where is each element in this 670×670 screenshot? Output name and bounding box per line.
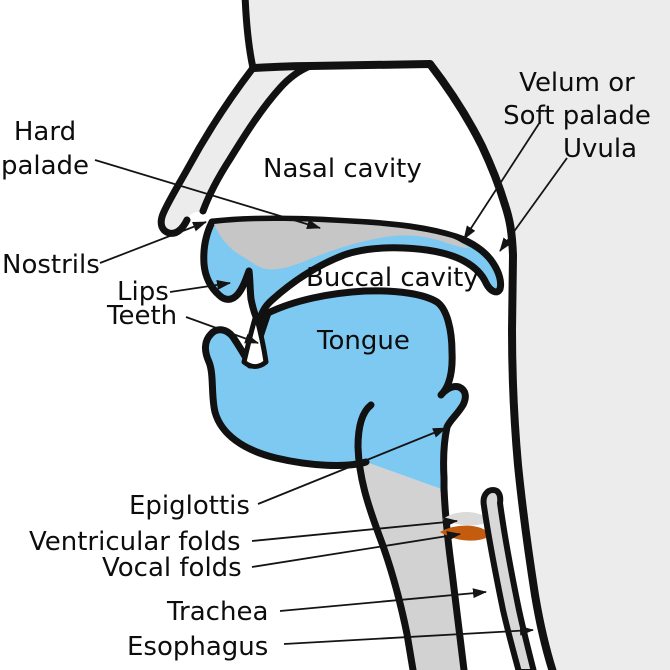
- tongue-label: Tongue: [316, 326, 410, 356]
- skull-base-and-pharynx-wall-outline: [249, 60, 557, 670]
- lips-label: Lips: [117, 277, 169, 307]
- nasal-cavity-label: Nasal cavity: [263, 154, 422, 184]
- esophagus-tube: [480, 487, 537, 670]
- velum-label-line1: Velum or: [519, 68, 635, 98]
- vocal-folds-label: Vocal folds: [102, 553, 242, 583]
- head-fill: [245, 0, 670, 670]
- esophagus-arrow: [283, 625, 534, 645]
- teeth-arrow: [185, 316, 259, 344]
- trachea-arrow: [279, 588, 487, 612]
- hard-palate-label-line1: Hard: [14, 117, 76, 147]
- lips-arrow: [169, 279, 231, 293]
- forehead-outline: [241, 0, 257, 72]
- tongue-epiglottis-outline: [264, 287, 469, 494]
- trachea-front-outline: [354, 401, 417, 670]
- labels-group: Hard palade Nostrils Lips Teeth Nasal ca…: [1, 68, 651, 662]
- hard-palate-arrow: [94, 159, 321, 230]
- uvula-label: Uvula: [563, 134, 637, 164]
- ventricular-folds-label: Ventricular folds: [29, 527, 241, 557]
- nostrils-arrow: [99, 221, 207, 264]
- velum-arrow: [463, 121, 541, 240]
- ventricular-folds-arrow: [251, 517, 458, 542]
- trachea-back-outline: [440, 484, 468, 670]
- uvula-arrow: [499, 157, 568, 252]
- tongue-shape: [205, 290, 466, 490]
- vocal-folds-arrow: [251, 531, 461, 568]
- esophagus-label: Esophagus: [127, 632, 268, 662]
- epiglottis-label: Epiglottis: [129, 491, 250, 521]
- nose-base-outline: [199, 62, 314, 215]
- hard-palate-label-line2: palade: [1, 151, 89, 181]
- trachea-label: Trachea: [166, 597, 268, 627]
- hard-palate-gray: [214, 220, 469, 270]
- buccal-cavity-label: Buccal cavity: [306, 263, 479, 293]
- velum-label-line2: Soft palade: [503, 101, 651, 131]
- nose-bridge-outline: [157, 64, 257, 237]
- teeth-label: Teeth: [106, 301, 177, 331]
- epiglottis-arrow: [257, 427, 447, 505]
- trachea-fill: [359, 462, 465, 670]
- nostrils-label: Nostrils: [2, 250, 100, 280]
